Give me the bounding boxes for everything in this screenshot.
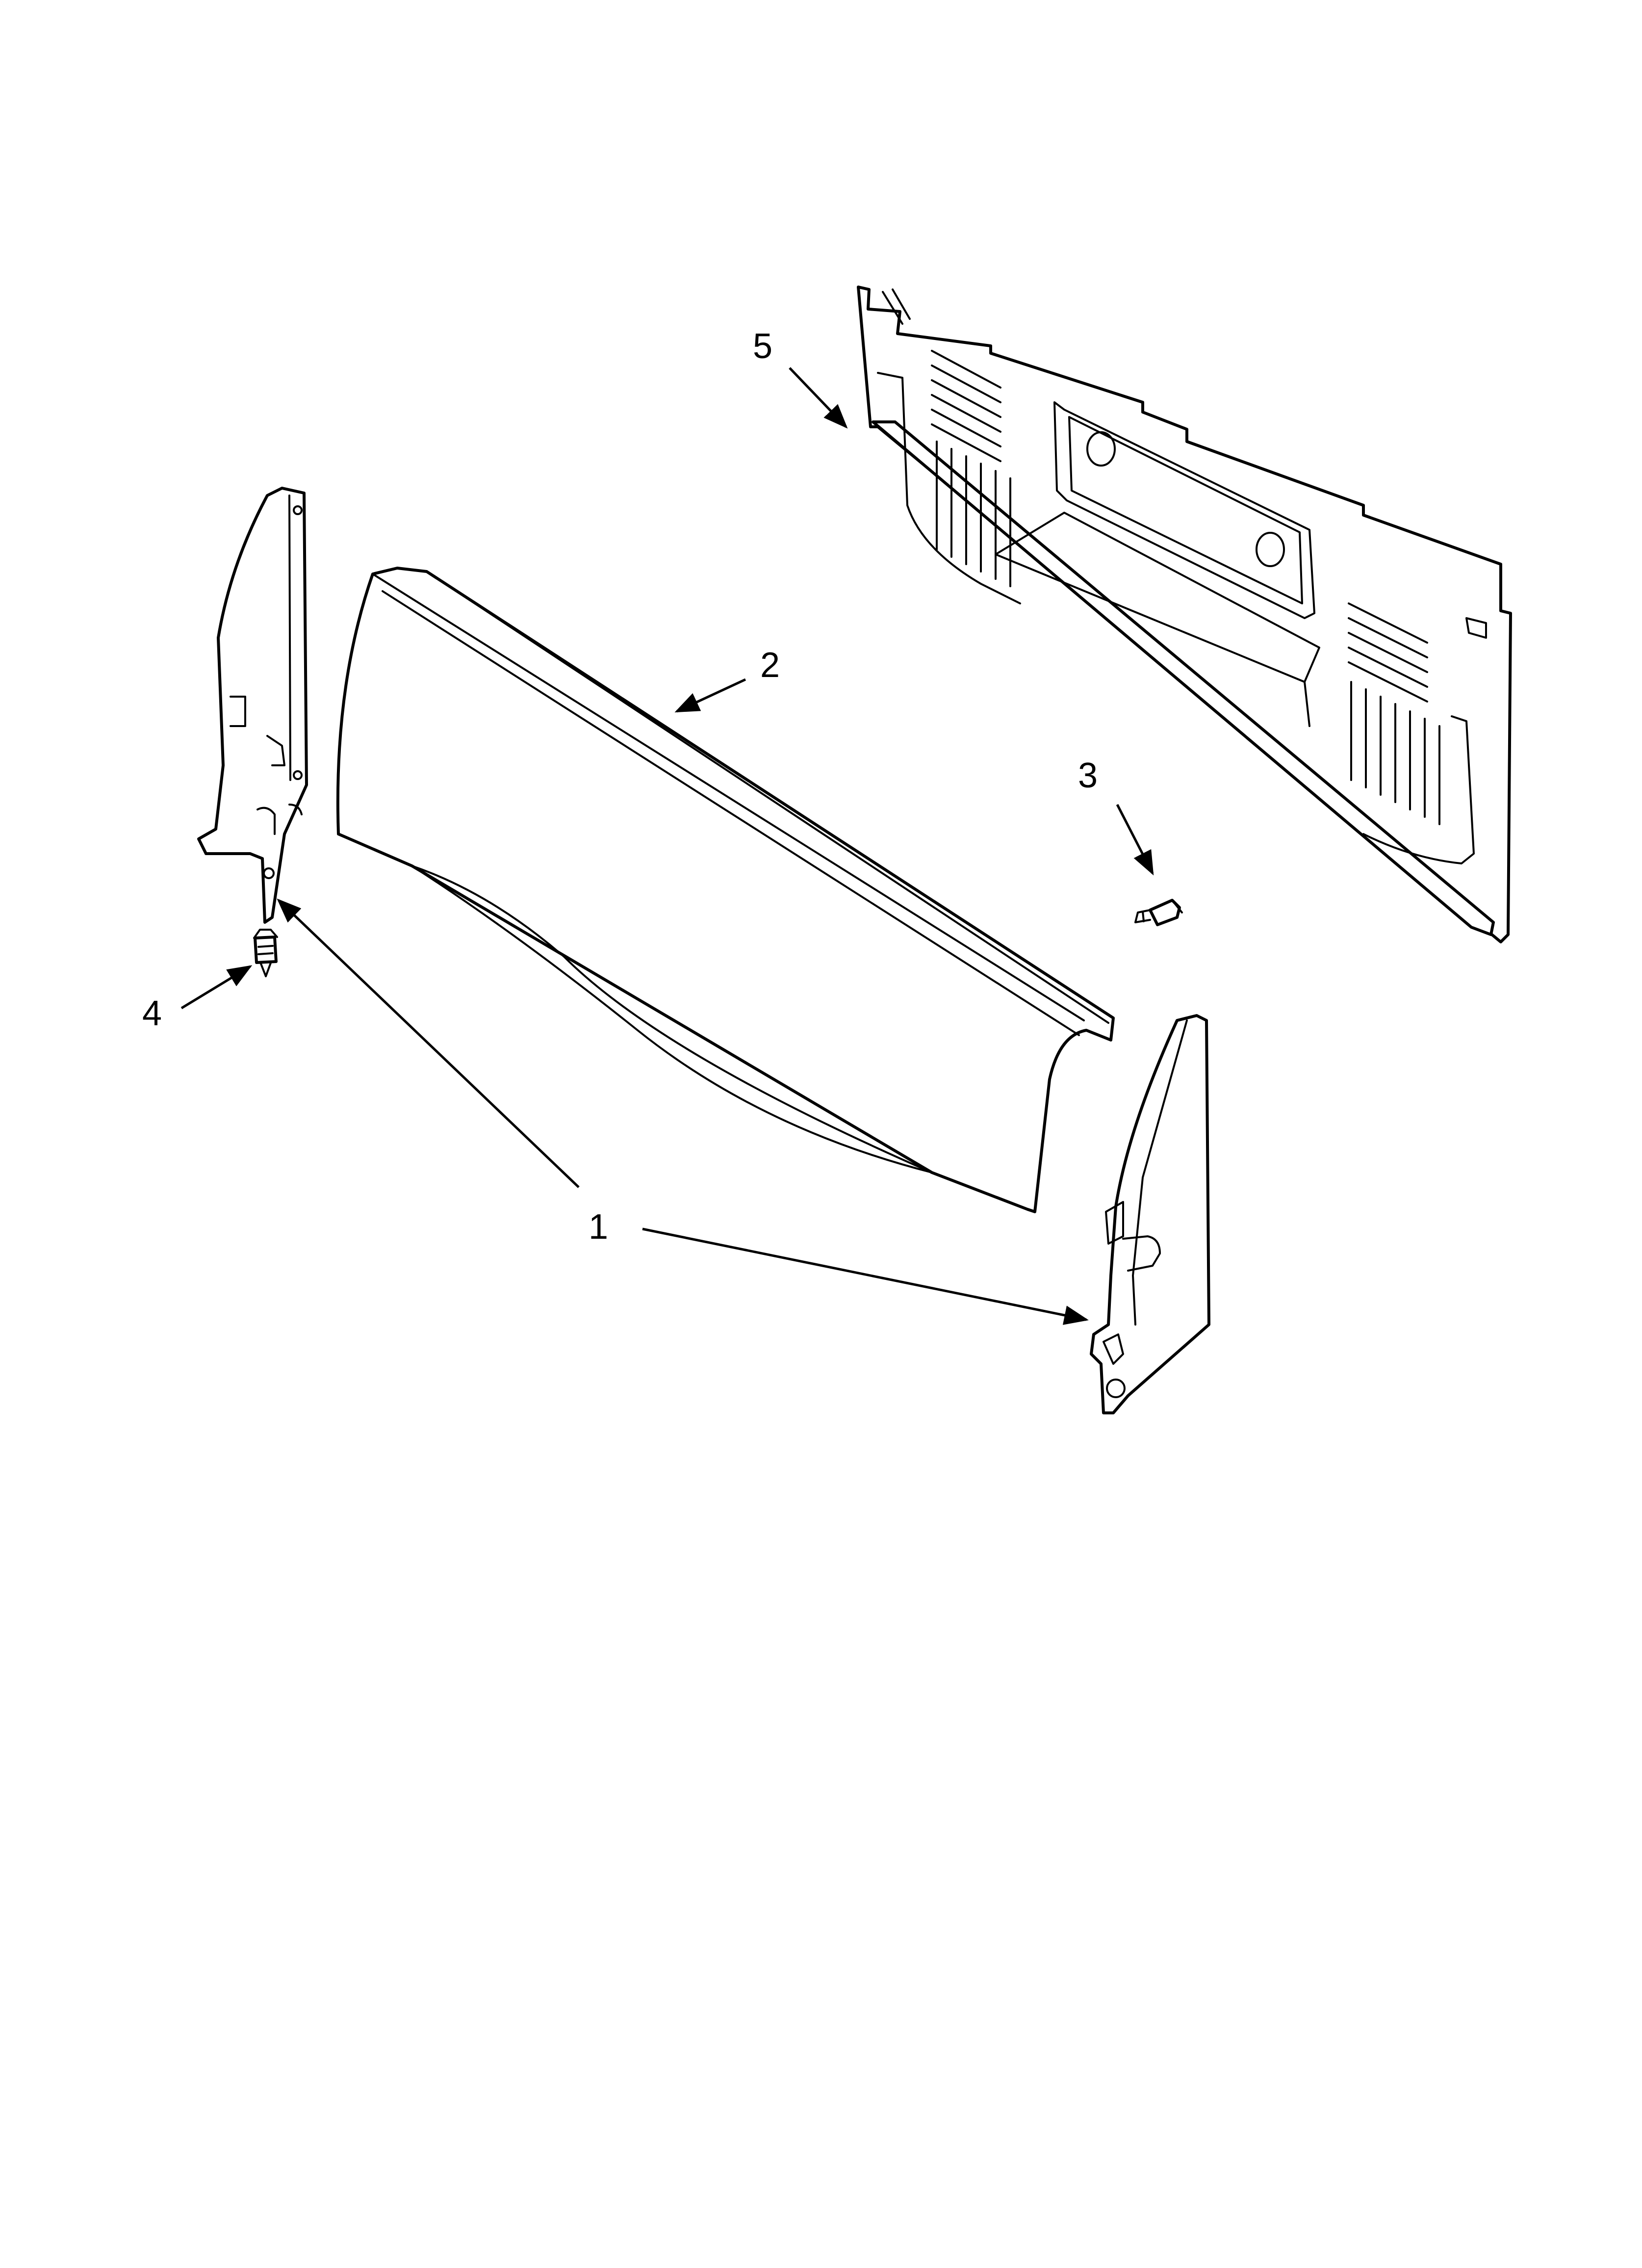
- leader-1-left: [277, 898, 580, 1188]
- leader-3: [1116, 804, 1154, 876]
- callout-4: 4: [142, 994, 162, 1033]
- callout-3: 3: [1078, 756, 1098, 795]
- manifold-panel: [336, 567, 1115, 1213]
- leader-1-right: [642, 1227, 1089, 1325]
- callout-5: 5: [753, 327, 772, 366]
- end-cap-left: [197, 487, 308, 924]
- callout-2: 2: [760, 646, 780, 685]
- leader-5: [789, 367, 848, 429]
- callout-1: 1: [589, 1207, 608, 1247]
- end-cap-right: [1090, 1014, 1210, 1414]
- leader-4: [180, 965, 253, 1010]
- rear-panel: [857, 286, 1512, 943]
- leader-2: [674, 678, 746, 713]
- screw-4: [253, 929, 278, 977]
- screw-3: [1134, 899, 1183, 926]
- leader-lines: [180, 367, 1154, 1325]
